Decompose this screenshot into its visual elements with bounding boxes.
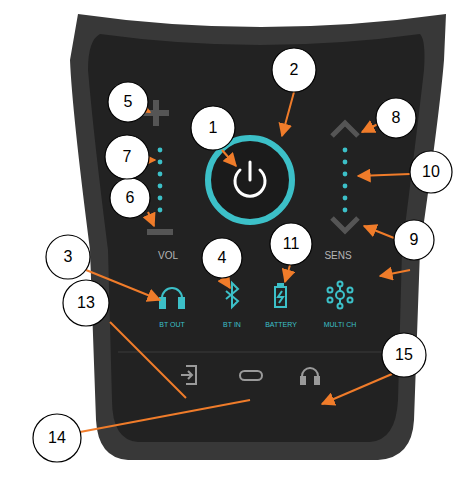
callout-number: 15 xyxy=(395,347,413,363)
callout-number: 13 xyxy=(77,295,95,311)
callout-number: 1 xyxy=(209,120,218,136)
callout-number: 6 xyxy=(126,190,135,206)
indicator-label: MULTI CH xyxy=(324,321,357,328)
indicator-label: BT IN xyxy=(223,321,241,328)
indicator-label: BT OUT xyxy=(159,321,185,328)
indicator-label: BATTERY xyxy=(265,321,297,328)
panel-label: SENS xyxy=(324,251,351,261)
panel-label: VOL xyxy=(158,251,178,261)
callout-number: 8 xyxy=(392,110,401,126)
callout-number: 4 xyxy=(218,250,227,266)
callout-number: 3 xyxy=(64,249,73,265)
callout-number: 7 xyxy=(123,149,132,165)
callout-number: 11 xyxy=(283,236,300,252)
callout-number: 10 xyxy=(422,164,440,180)
callout-number: 9 xyxy=(410,232,419,248)
callout-number: 5 xyxy=(124,94,133,110)
callout-number: 14 xyxy=(48,430,66,446)
callout-number: 2 xyxy=(290,62,299,78)
